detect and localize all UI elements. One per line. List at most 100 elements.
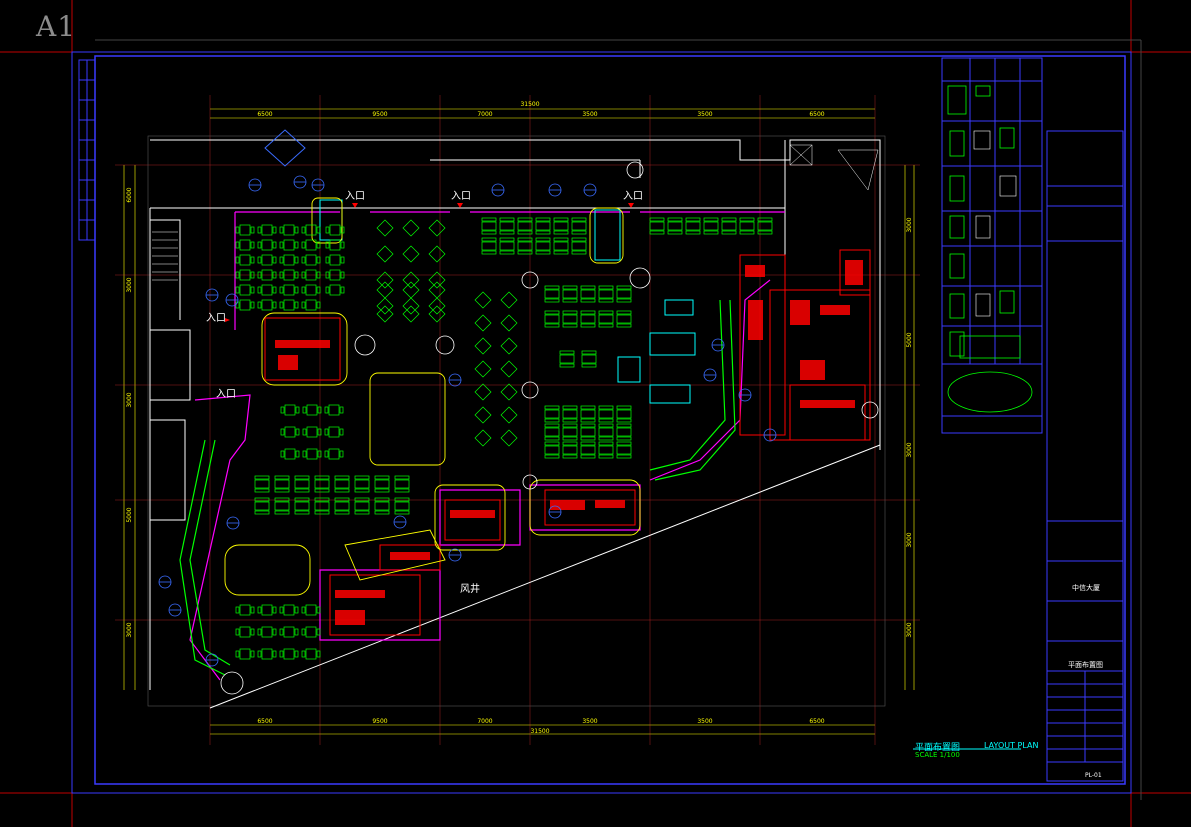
dining-table-diamond (402, 219, 420, 237)
chair (339, 428, 344, 436)
booth-table (685, 221, 701, 231)
booth-seat (481, 237, 497, 242)
dining-table (306, 404, 318, 416)
dining-table-diamond (402, 271, 420, 289)
booth-table (254, 479, 270, 489)
dining-table (329, 284, 341, 296)
dining-table-diamond (428, 271, 446, 289)
chair (235, 256, 240, 264)
booth-seat (580, 285, 596, 290)
dining-table-diamond (376, 245, 394, 263)
chair (317, 406, 322, 414)
booth-table (314, 501, 330, 511)
right-dim-5: 3000 (906, 622, 913, 637)
booth-table (616, 289, 632, 299)
chair (301, 226, 306, 234)
entrance-label-4: 入口 (206, 313, 226, 324)
booth-table (580, 445, 596, 455)
top-dim-4: 3500 (582, 111, 597, 118)
booth-table (535, 221, 551, 231)
dining-table (306, 426, 318, 438)
booth-table (616, 427, 632, 437)
dining-table-diamond (474, 337, 492, 355)
plan-scale: SCALE 1/100 (915, 751, 960, 759)
booth-seat (739, 217, 755, 222)
chair (235, 226, 240, 234)
booth-seat (535, 217, 551, 222)
chair (294, 226, 299, 234)
left-dim-4: 5000 (126, 507, 133, 522)
dining-table (239, 626, 251, 638)
booth-seat (553, 250, 569, 255)
entrance-labels: 入口 入口 入口 入口 入口 风井 (206, 191, 643, 595)
booth-seat (481, 217, 497, 222)
booth-table (481, 241, 497, 251)
booth-seat (580, 323, 596, 328)
booth-seat (562, 423, 578, 428)
dining-table (261, 284, 273, 296)
booth-table (499, 241, 515, 251)
dining-table-diamond (428, 305, 446, 323)
chair (317, 450, 322, 458)
dining-table (261, 604, 273, 616)
booth-table (254, 501, 270, 511)
top-dim-6: 6500 (809, 111, 824, 118)
title-underline (913, 748, 1021, 750)
dining-table (261, 239, 273, 251)
booth-seat (544, 436, 560, 441)
bottom-dim-2: 9500 (372, 718, 387, 725)
left-dim-2: 3000 (126, 277, 133, 292)
chair (301, 606, 306, 614)
dining-table-diamond (474, 429, 492, 447)
booth-table (580, 314, 596, 324)
chair (316, 301, 321, 309)
booth-seat (598, 454, 614, 459)
chair (294, 301, 299, 309)
booth-seat (544, 423, 560, 428)
shaft-label: 风井 (460, 582, 480, 595)
chair (325, 241, 330, 249)
chair (316, 628, 321, 636)
chair (272, 241, 277, 249)
booth-seat (517, 237, 533, 242)
dining-table (283, 626, 295, 638)
booth-table (616, 409, 632, 419)
dining-table (239, 604, 251, 616)
dining-table (329, 224, 341, 236)
booth-seat (314, 497, 330, 502)
chair (279, 271, 284, 279)
booth-seat (544, 418, 560, 423)
partitions-magenta (189, 211, 785, 681)
dining-table (305, 626, 317, 638)
booth-seat (394, 510, 410, 515)
booth-seat (517, 230, 533, 235)
right-dim-4: 3000 (906, 532, 913, 547)
chair (301, 241, 306, 249)
chair (301, 628, 306, 636)
title-block (941, 57, 1124, 782)
plan-title-en: LAYOUT PLAN (984, 741, 1039, 750)
booth-seat (562, 323, 578, 328)
chair (325, 256, 330, 264)
left-dim-3: 3000 (126, 392, 133, 407)
dining-table (261, 254, 273, 266)
chair (279, 301, 284, 309)
dining-table-diamond (376, 297, 394, 315)
dining-table (283, 269, 295, 281)
chair (235, 650, 240, 658)
chair (301, 286, 306, 294)
project-name: 中信大厦 (1072, 584, 1100, 592)
booth-table (562, 445, 578, 455)
dining-zones (224, 197, 641, 596)
dining-table-diamond (500, 429, 518, 447)
dining-table (284, 404, 296, 416)
booth-seat (294, 497, 310, 502)
chair (279, 241, 284, 249)
chair (235, 286, 240, 294)
drawing-name: 平面布置图 (1068, 661, 1103, 669)
booth-seat (274, 497, 290, 502)
booth-seat (562, 441, 578, 446)
booth-seat (544, 405, 560, 410)
chair (257, 271, 262, 279)
chair (250, 606, 255, 614)
